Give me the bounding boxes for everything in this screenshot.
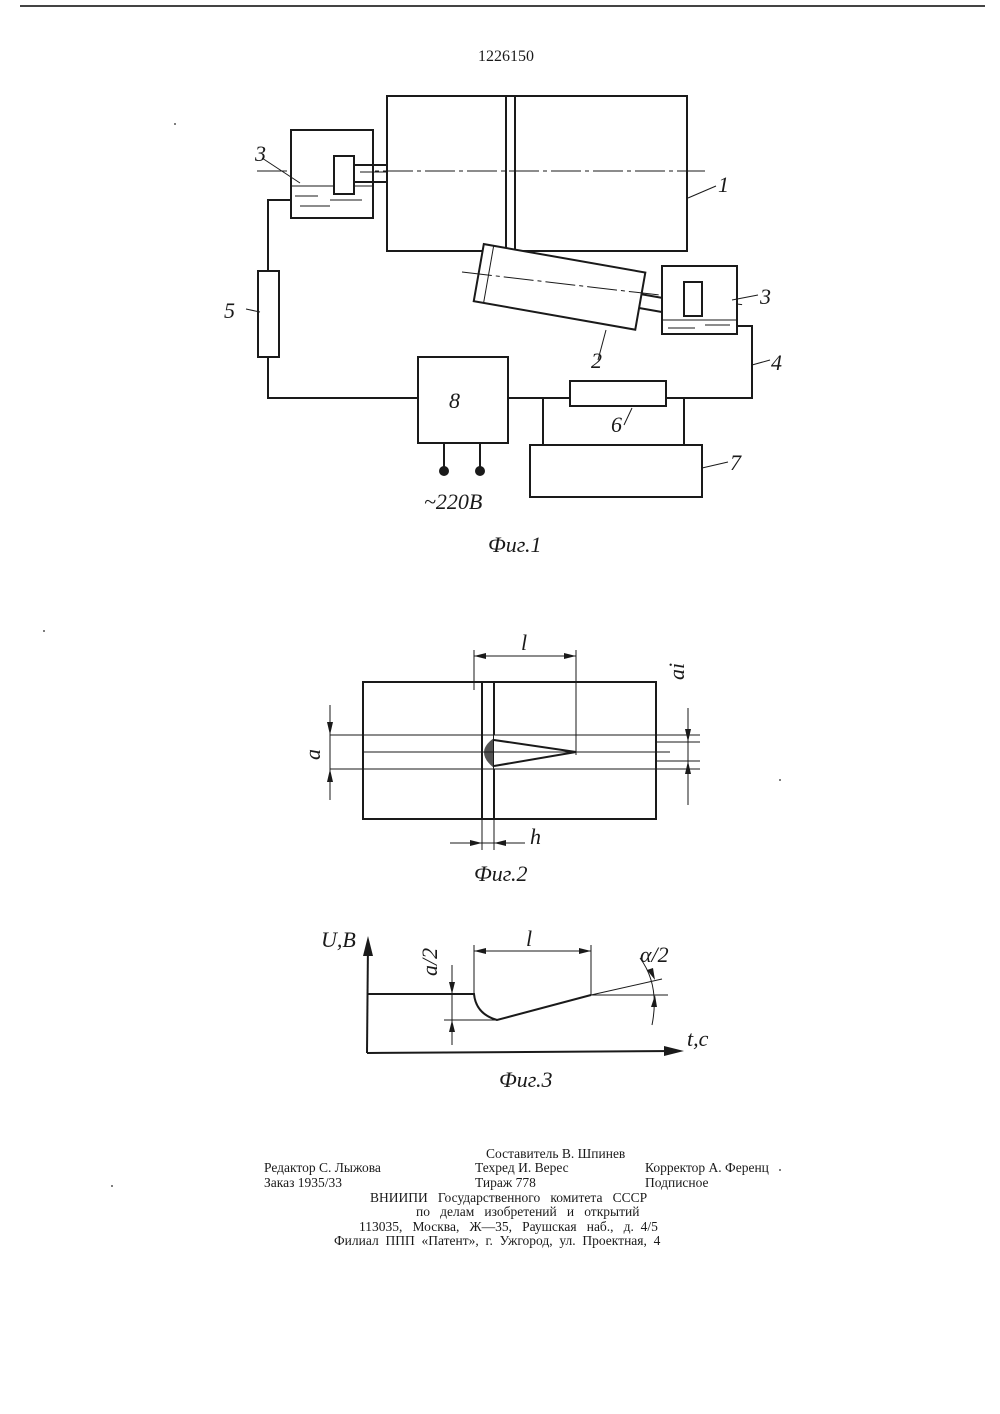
imprint-corrector: Корректор А. Ференц bbox=[645, 1160, 769, 1175]
imprint-branch: Филиал ППП «Патент», г. Ужгород, ул. Про… bbox=[334, 1233, 660, 1248]
power-unit-8 bbox=[418, 357, 508, 443]
imprint-org-1: ВНИИПИ Государственного комитета СССР bbox=[370, 1190, 647, 1205]
left-vessel-holder bbox=[291, 130, 387, 218]
y-axis-label: U,B bbox=[321, 927, 356, 952]
imprint-address: 113035, Москва, Ж—35, Раушская наб., д. … bbox=[359, 1219, 658, 1234]
right-vessel-holder bbox=[662, 266, 737, 334]
dim-l-fig3: l bbox=[526, 926, 532, 951]
dim-l: l bbox=[521, 630, 527, 655]
supply-terminal bbox=[475, 466, 485, 476]
dim-a-half: a/2 bbox=[417, 948, 442, 976]
label-2: 2 bbox=[591, 348, 602, 373]
dim-a: a bbox=[300, 749, 325, 760]
supply-terminal bbox=[439, 466, 449, 476]
y-axis bbox=[367, 942, 368, 1053]
x-axis bbox=[367, 1051, 676, 1053]
imprint-order: Заказ 1935/33 bbox=[264, 1175, 342, 1190]
meter-7 bbox=[530, 445, 702, 497]
label-4: 4 bbox=[771, 350, 782, 375]
label-1: 1 bbox=[718, 172, 729, 197]
fig3-caption: Фиг.3 bbox=[499, 1067, 553, 1092]
rotating-tool bbox=[474, 244, 684, 336]
figure-1: 3 1 3 5 2 4 8 6 7 ~220В Фиг.1 bbox=[224, 96, 782, 557]
fig1-caption: Фиг.1 bbox=[488, 532, 542, 557]
label-7: 7 bbox=[730, 450, 742, 475]
dim-ai: ai bbox=[664, 663, 689, 680]
signal-curve bbox=[367, 994, 591, 1020]
label-8: 8 bbox=[449, 388, 460, 413]
angle-alpha-half: α/2 bbox=[640, 942, 669, 967]
imprint-circulation: Тираж 778 bbox=[475, 1175, 536, 1190]
label-3-right: 3 bbox=[759, 284, 771, 309]
label-5: 5 bbox=[224, 298, 235, 323]
dim-h: h bbox=[530, 824, 541, 849]
imprint-composer: Составитель В. Шпинев bbox=[486, 1146, 625, 1161]
supply-voltage: ~220В bbox=[424, 489, 482, 514]
figure-3: U,B t,c a/2 l α/2 Фиг.3 bbox=[321, 926, 709, 1092]
label-6: 6 bbox=[611, 412, 622, 437]
imprint-techred: Техред И. Верес bbox=[475, 1160, 569, 1175]
label-3-left: 3 bbox=[254, 141, 266, 166]
imprint-editor: Редактор С. Лыжова bbox=[264, 1160, 381, 1175]
imprint-subscription: Подписное bbox=[645, 1175, 709, 1190]
fig2-caption: Фиг.2 bbox=[474, 861, 528, 886]
resistor-6 bbox=[570, 381, 666, 406]
resistor-5 bbox=[258, 271, 279, 357]
figure-2: l ai a h Фиг.2 bbox=[300, 630, 700, 886]
patent-number: 1226150 bbox=[478, 48, 534, 65]
specimen-block bbox=[387, 96, 687, 251]
x-axis-label: t,c bbox=[687, 1026, 709, 1051]
imprint-org-2: по делам изобретений и открытий bbox=[416, 1204, 639, 1219]
